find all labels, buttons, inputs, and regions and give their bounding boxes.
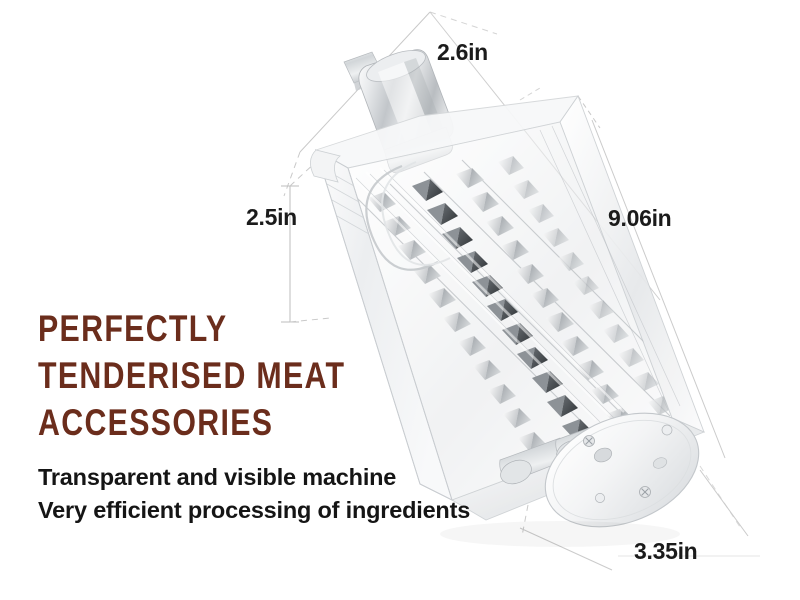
end-cap-assembly — [450, 412, 706, 528]
headline-line-1: PERFECTLY — [38, 308, 228, 349]
dimension-label-top: 2.6in — [437, 39, 488, 65]
subcopy-block: Transparent and visible machine Very eff… — [38, 461, 518, 527]
dimension-label-right: 9.06in — [608, 205, 672, 231]
marketing-copy-block: PERFECTLY TENDERISED MEAT ACCESSORIES Tr… — [38, 305, 518, 527]
headline-line-3: ACCESSORIES — [38, 402, 274, 443]
clear-handle-hoop — [365, 161, 451, 271]
headline-line-2: TENDERISED MEAT — [38, 355, 346, 396]
end-cap-screws — [583, 424, 673, 503]
dimension-label-left: 2.5in — [246, 204, 297, 230]
housing-ribs — [351, 167, 625, 421]
subcopy-line-2: Very efficient processing of ingredients — [38, 497, 471, 523]
housing-rib-lines — [355, 125, 681, 423]
dimension-label-bottom: 3.35in — [634, 538, 698, 564]
dimension-guide-lines — [281, 11, 760, 571]
subcopy-line-1: Transparent and visible machine — [38, 464, 397, 490]
